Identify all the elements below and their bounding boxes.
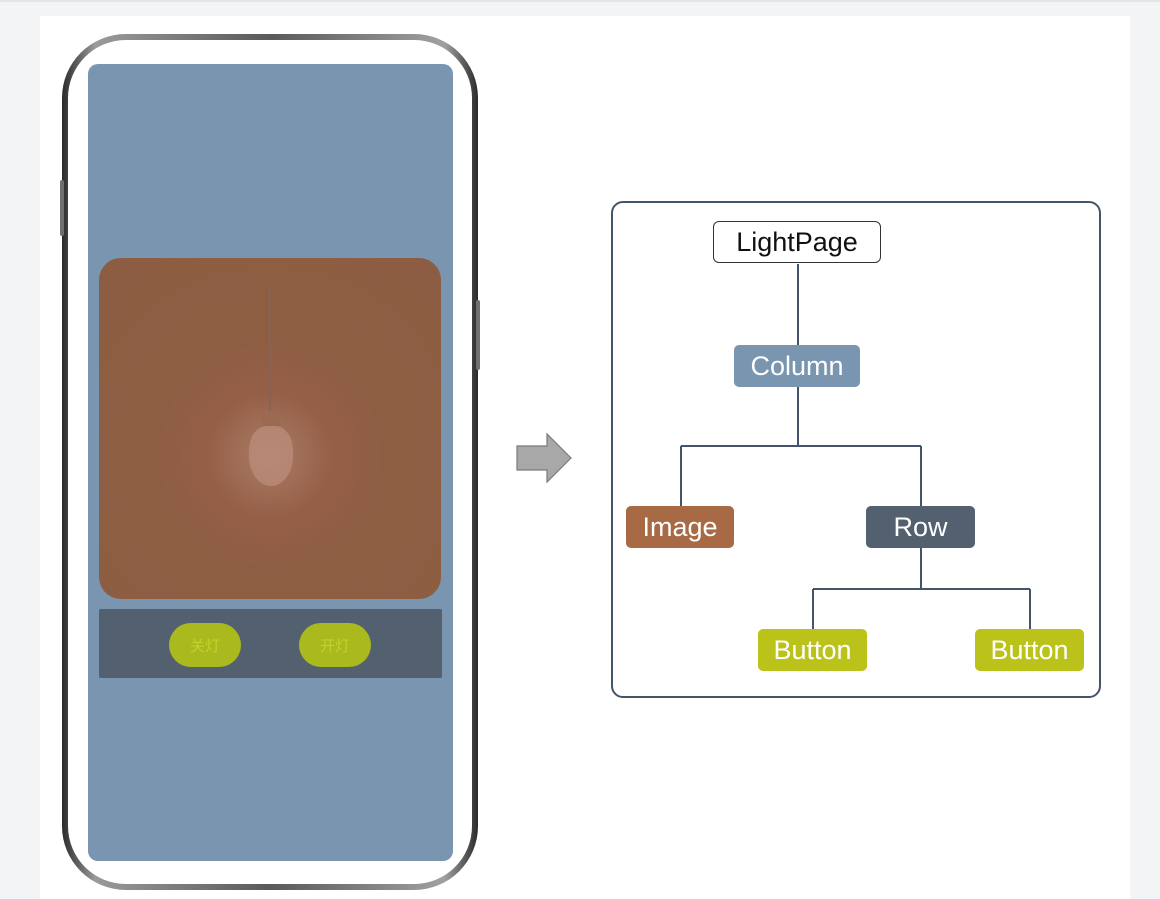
tree-node-lightpage: LightPage	[713, 221, 881, 263]
phone-power-key	[476, 300, 480, 370]
top-divider	[0, 0, 1160, 2]
tree-node-button-right: Button	[975, 629, 1084, 671]
tree-connectors	[680, 264, 1031, 630]
phone-button-row: 关灯 开灯	[99, 609, 442, 678]
right-arrow-icon	[516, 432, 572, 484]
tree-node-button-left: Button	[758, 629, 867, 671]
light-bulb-icon	[249, 426, 293, 486]
component-tree-diagram: LightPage Column Image Row Button Button	[611, 201, 1101, 698]
light-bulb-image	[99, 258, 441, 599]
tree-node-image: Image	[626, 506, 734, 548]
phone-volume-key	[60, 180, 64, 236]
light-on-button[interactable]: 开灯	[299, 623, 371, 667]
bulb-cord	[269, 288, 271, 412]
light-off-button[interactable]: 关灯	[169, 623, 241, 667]
tree-node-row: Row	[866, 506, 975, 548]
bulb-cap	[262, 411, 280, 428]
tree-node-column: Column	[734, 345, 860, 387]
